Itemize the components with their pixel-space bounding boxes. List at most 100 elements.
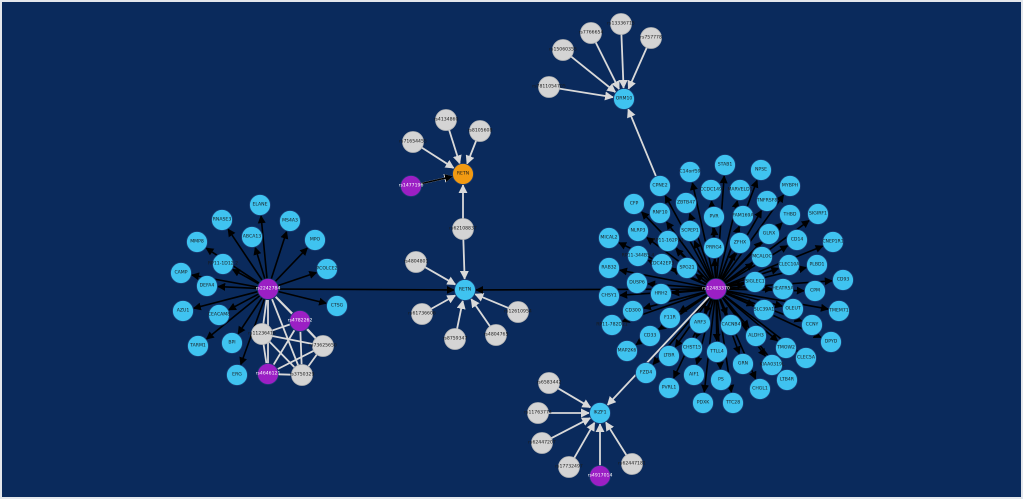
node-L_RP11[interactable]: RP11-1D12.2 <box>208 253 238 275</box>
node-r_MYBPH[interactable]: MYBPH <box>779 175 801 197</box>
node-L_TARM1[interactable]: TARM1 <box>187 335 209 357</box>
node-circle[interactable] <box>782 298 804 320</box>
node-r_RP11_162[interactable]: RP11-162P23 <box>653 230 684 252</box>
node-o_s1[interactable]: rs7766654 <box>579 22 604 44</box>
node-circle[interactable] <box>779 175 801 197</box>
node-r_C14orf[interactable]: C14orf59 <box>679 161 701 183</box>
node-ik_s3[interactable]: rs62447207 <box>528 432 556 454</box>
node-rs4804801[interactable]: rs4804801 <box>404 251 429 273</box>
node-circle[interactable] <box>538 76 560 98</box>
node-L_MMP8[interactable]: MMP8 <box>186 231 208 253</box>
node-r_MAP2K6[interactable]: MAP2K6 <box>616 340 638 362</box>
node-circle[interactable] <box>616 340 638 362</box>
node-circle[interactable] <box>249 194 271 216</box>
node-circle[interactable] <box>657 230 679 252</box>
node-circle[interactable] <box>621 453 643 475</box>
node-r_LTBR[interactable]: LTBR <box>658 345 680 367</box>
node-rs4134860[interactable]: rs4134860 <box>434 109 459 131</box>
node-circle[interactable] <box>639 325 661 347</box>
node-r_GRN[interactable]: GRN <box>732 353 754 375</box>
node-circle[interactable] <box>753 299 775 321</box>
node-r_GLRX[interactable]: GLRX <box>758 223 780 245</box>
node-o_s3[interactable]: rs757778 <box>640 27 662 49</box>
node-circle[interactable] <box>531 432 553 454</box>
node-circle[interactable] <box>745 325 767 347</box>
node-ik_h[interactable]: rs4917014 <box>588 465 613 487</box>
node-r_STAB1[interactable]: STAB1 <box>714 154 736 176</box>
node-L_BPI[interactable]: BPI <box>221 332 243 354</box>
node-IKZF1[interactable]: IKZF1 <box>589 402 611 424</box>
node-circle[interactable] <box>454 279 476 301</box>
node-circle[interactable] <box>598 285 620 307</box>
node-rs62108837[interactable]: rs62108837 <box>449 218 477 240</box>
node-circle[interactable] <box>598 257 620 279</box>
node-RETN_c[interactable]: RETN <box>454 279 476 301</box>
node-o_s5[interactable]: rs7811054705 <box>532 76 566 98</box>
node-r_TMOW2[interactable]: TMOW2 <box>775 337 797 359</box>
node-r_CPM[interactable]: CPM <box>804 280 826 302</box>
node-circle[interactable] <box>598 227 620 249</box>
node-r_RNF10[interactable]: RNF10 <box>649 202 671 224</box>
node-r_RP11_344[interactable]: RP11-344B5.4 <box>622 245 655 267</box>
node-circle[interactable] <box>485 324 507 346</box>
node-ik_s4[interactable]: rs17732497 <box>555 456 583 478</box>
node-L_ERG[interactable]: ERG <box>226 364 248 386</box>
node-circle[interactable] <box>172 300 194 322</box>
node-r_ZFHX[interactable]: ZFHX <box>729 232 751 254</box>
node-r_CLEC10A[interactable]: CLEC10A <box>778 254 801 276</box>
node-circle[interactable] <box>729 232 751 254</box>
node-r_CD33[interactable]: CD33 <box>639 325 661 347</box>
node-r_SIGLEC1[interactable]: SIGLEC1 <box>744 271 766 293</box>
node-circle[interactable] <box>289 310 311 332</box>
node-L_PCOLCE2[interactable]: PCOLCE2 <box>316 258 338 280</box>
node-circle[interactable] <box>776 369 798 391</box>
node-r_NPSE[interactable]: NPSE <box>750 159 772 181</box>
node-circle[interactable] <box>221 332 243 354</box>
node-circle[interactable] <box>722 392 744 414</box>
node-circle[interactable] <box>326 295 348 317</box>
node-circle[interactable] <box>689 312 711 334</box>
node-circle[interactable] <box>411 303 433 325</box>
node-circle[interactable] <box>257 363 279 385</box>
node-r_CHGL1[interactable]: CHGL1 <box>749 378 771 400</box>
node-circle[interactable] <box>640 27 662 49</box>
node-r_PVR[interactable]: PVR <box>703 206 725 228</box>
node-r_CD93[interactable]: CD93 <box>832 269 854 291</box>
node-r_CD14[interactable]: CD14 <box>786 229 808 251</box>
node-circle[interactable] <box>703 237 725 259</box>
node-r_PLBD1[interactable]: PLBD1 <box>806 254 828 276</box>
node-circle[interactable] <box>435 109 457 131</box>
node-circle[interactable] <box>627 245 649 267</box>
node-circle[interactable] <box>714 154 736 176</box>
node-circle[interactable] <box>622 300 644 322</box>
node-L_CEACAM8[interactable]: CEACAM8 <box>208 304 230 326</box>
node-circle[interactable] <box>626 272 648 294</box>
node-circle[interactable] <box>186 231 208 253</box>
node-circle[interactable] <box>795 347 817 369</box>
node-circle[interactable] <box>507 301 529 323</box>
node-L_h3[interactable]: rs4646121 <box>256 363 281 385</box>
node-circle[interactable] <box>705 278 727 300</box>
node-circle[interactable] <box>187 335 209 357</box>
node-L_CAMP[interactable]: CAMP <box>170 262 192 284</box>
node-circle[interactable] <box>658 345 680 367</box>
node-ORM[interactable]: ORM10 <box>613 88 635 110</box>
node-r_TNFRSF8[interactable]: TNFRSF8 <box>756 190 778 212</box>
node-circle[interactable] <box>706 341 728 363</box>
node-circle[interactable] <box>196 275 218 297</box>
node-r_F11R[interactable]: F11R <box>659 307 681 329</box>
node-r_AIF1[interactable]: AIF1 <box>683 364 705 386</box>
node-circle[interactable] <box>703 206 725 228</box>
node-circle[interactable] <box>291 364 313 386</box>
node-L_MS4A3[interactable]: MS4A3 <box>279 210 301 232</box>
node-r_NLRP3[interactable]: NLRP3 <box>627 220 649 242</box>
node-circle[interactable] <box>613 88 635 110</box>
node-circle[interactable] <box>623 193 645 215</box>
node-circle[interactable] <box>649 202 671 224</box>
node-circle[interactable] <box>208 304 230 326</box>
node-rs4804765[interactable]: rs4804765 <box>484 324 509 346</box>
node-circle[interactable] <box>729 179 751 201</box>
node-circle[interactable] <box>679 161 701 183</box>
node-r_SLC39A1[interactable]: SLC39A1 <box>753 299 775 321</box>
